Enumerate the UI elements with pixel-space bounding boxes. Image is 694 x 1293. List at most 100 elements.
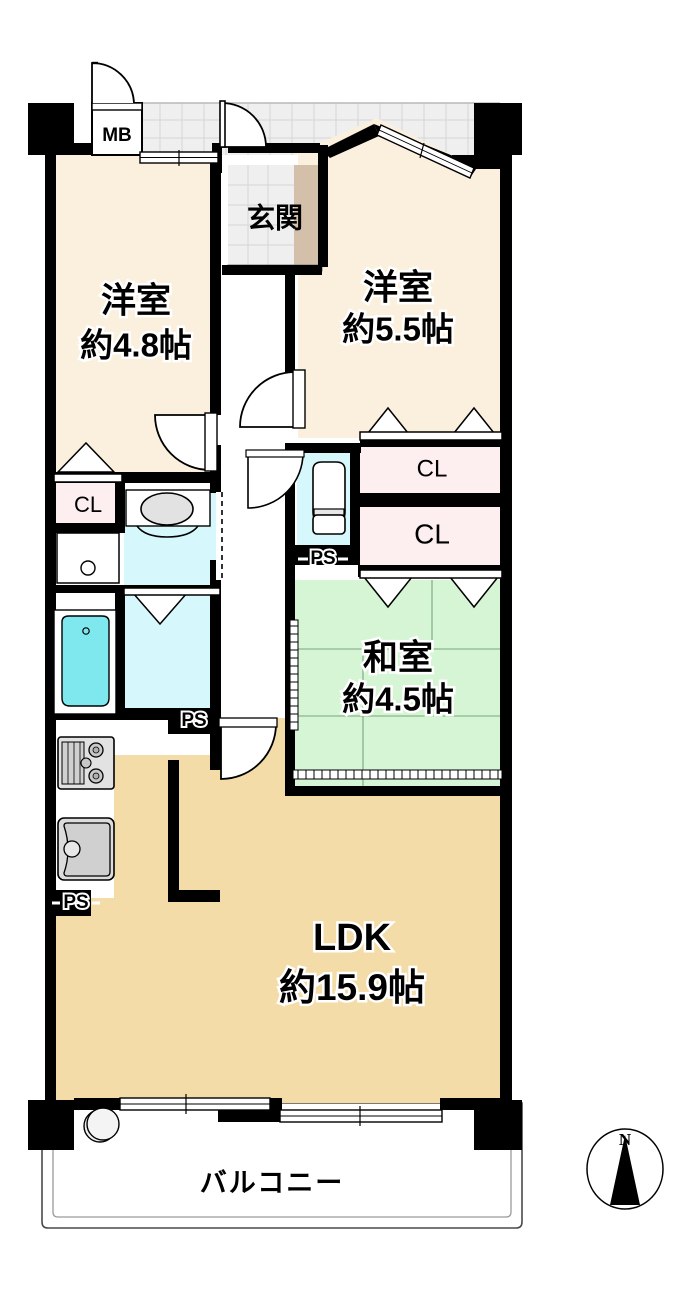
wall-exterior-left xyxy=(45,155,56,1102)
wall-closet-top xyxy=(360,438,502,447)
fold-track-cl-upper xyxy=(359,431,503,441)
wall-bottom-right-seg xyxy=(440,1098,502,1110)
label-ldk-size: 約15.9帖 xyxy=(279,967,425,1008)
toilet-fixture xyxy=(312,461,346,535)
wall-bedroom-4-8-bottom xyxy=(45,472,220,483)
label-entrance: 玄関 xyxy=(247,201,303,233)
label-japanese-4-5-name: 和室 xyxy=(363,637,433,677)
label-cl-lower: CL xyxy=(414,518,450,549)
pillar-top-right xyxy=(474,103,522,155)
wall-bottom-mid-jamb xyxy=(268,1098,282,1122)
closet-labels: CL CL CL xyxy=(74,455,450,549)
bathtub xyxy=(53,609,117,715)
room-fill-japanese-4-5 xyxy=(293,580,502,793)
wall-hallway-left-bottom xyxy=(210,710,221,770)
pillar-bottom-left xyxy=(28,1100,74,1150)
wall-top-entrance-head xyxy=(228,143,320,153)
wall-kitchen-bottom-stub xyxy=(168,890,220,902)
label-western-4-8-name: 洋室 xyxy=(101,280,171,320)
room-fill-western-5-5 xyxy=(292,118,502,438)
sliding-door-japanese-left[interactable] xyxy=(289,619,299,731)
wall-toilet-top xyxy=(293,443,361,453)
compass-north-label: N xyxy=(619,1130,632,1149)
kitchen-sink xyxy=(57,817,115,881)
label-ps-kitchen-lower: PS xyxy=(63,892,88,913)
entrance-step-up xyxy=(294,165,322,265)
wall-cl-4-8-bottom xyxy=(45,523,125,533)
entrance-tile-grid xyxy=(228,165,294,265)
label-ldk-name: LDK xyxy=(313,917,392,959)
pillar-top-left xyxy=(28,103,74,155)
wall-japanese-left-lower xyxy=(285,718,295,796)
fold-track-bath xyxy=(123,587,221,596)
fold-track-cl-4-8 xyxy=(53,473,123,483)
door-toilet[interactable] xyxy=(245,449,305,509)
wall-structure xyxy=(28,103,522,1150)
closet-fill-upper xyxy=(360,445,502,495)
closet-fill-bedroom-4-8 xyxy=(54,483,122,527)
front-door-leaf xyxy=(219,100,226,148)
window-bedroom-5-5 xyxy=(376,124,475,179)
wall-toilet-right xyxy=(350,450,360,550)
wall-hallway-left-lower xyxy=(210,560,221,710)
label-western-5-5-name: 洋室 xyxy=(363,267,433,307)
front-door[interactable] xyxy=(219,100,267,148)
entrance-tile-fill xyxy=(228,165,294,265)
wall-hallway-right-toilet xyxy=(285,443,295,558)
wall-bottom-left-seg xyxy=(74,1098,120,1110)
fold-symbol-cl-4-8 xyxy=(56,441,116,473)
wall-bottom-mid-seg xyxy=(218,1110,278,1122)
wall-hallway-right-upper xyxy=(285,267,295,427)
compass-needle-north xyxy=(610,1135,640,1205)
ps-block-kitchen-upper xyxy=(168,708,220,734)
wall-japanese-bottom xyxy=(293,786,502,796)
meter-box: MB xyxy=(91,61,143,156)
window-ldk-right[interactable] xyxy=(279,1106,443,1126)
label-ps-toilet: PS xyxy=(310,548,335,569)
meter-box-outline xyxy=(91,102,143,156)
wall-exterior-right xyxy=(500,155,512,1102)
door-bedroom-4-8[interactable] xyxy=(154,412,218,472)
window-ldk-left[interactable] xyxy=(119,1094,271,1114)
room-labels: 洋室 約4.8帖 洋室 約5.5帖 和室 約4.5帖 LDK 約15.9帖 玄関… xyxy=(78,201,457,1198)
wall-washroom-bath-sep xyxy=(45,585,125,593)
sliding-door-japanese-room[interactable] xyxy=(292,769,503,780)
wall-entrance-right xyxy=(318,145,328,267)
vanity-washbasin xyxy=(125,489,211,538)
wall-kitchen-right xyxy=(168,760,179,900)
label-ps-kitchen-upper: PS xyxy=(181,710,206,731)
meter-box-door-panel xyxy=(91,102,143,111)
label-western-4-8-size: 約4.8帖 xyxy=(80,327,192,364)
wall-cl-4-8-right xyxy=(115,483,125,531)
door-bedroom-5-5[interactable] xyxy=(239,369,306,429)
door-washroom[interactable] xyxy=(216,492,223,580)
fold-track-cl-lower xyxy=(359,569,503,579)
door-ldk-hall[interactable] xyxy=(218,717,278,780)
balcony-outer-edge xyxy=(41,1102,523,1229)
closet-fill-lower xyxy=(360,505,502,567)
gas-stove xyxy=(57,736,115,790)
tatami-mat-divisions xyxy=(293,580,502,793)
compass-rose: N xyxy=(586,1128,664,1210)
label-western-5-5-size: 約5.5帖 xyxy=(342,311,454,348)
closet-folding-door-symbols xyxy=(53,406,503,626)
wall-angled-left xyxy=(322,124,379,158)
washing-machine-space xyxy=(56,532,120,584)
front-door-swing-arc xyxy=(221,102,267,148)
balcony-inner-edge xyxy=(52,1103,512,1218)
label-cl-upper: CL xyxy=(417,455,448,482)
ac-outdoor-unit xyxy=(83,1107,120,1143)
wall-hallway-left-upper xyxy=(210,155,221,415)
window-bedroom-4-8 xyxy=(139,150,219,166)
wall-bath-right xyxy=(115,593,125,715)
interior-doors[interactable] xyxy=(154,369,503,780)
wall-entrance-bottom xyxy=(222,265,322,275)
label-cl-bedroom-4-8: CL xyxy=(74,492,102,517)
windows xyxy=(119,124,475,1126)
balcony-area xyxy=(41,1102,523,1229)
room-fill-ldk xyxy=(54,718,502,1103)
label-japanese-4-5-size: 約4.5帖 xyxy=(342,681,454,718)
wall-closet-mid xyxy=(358,493,502,507)
